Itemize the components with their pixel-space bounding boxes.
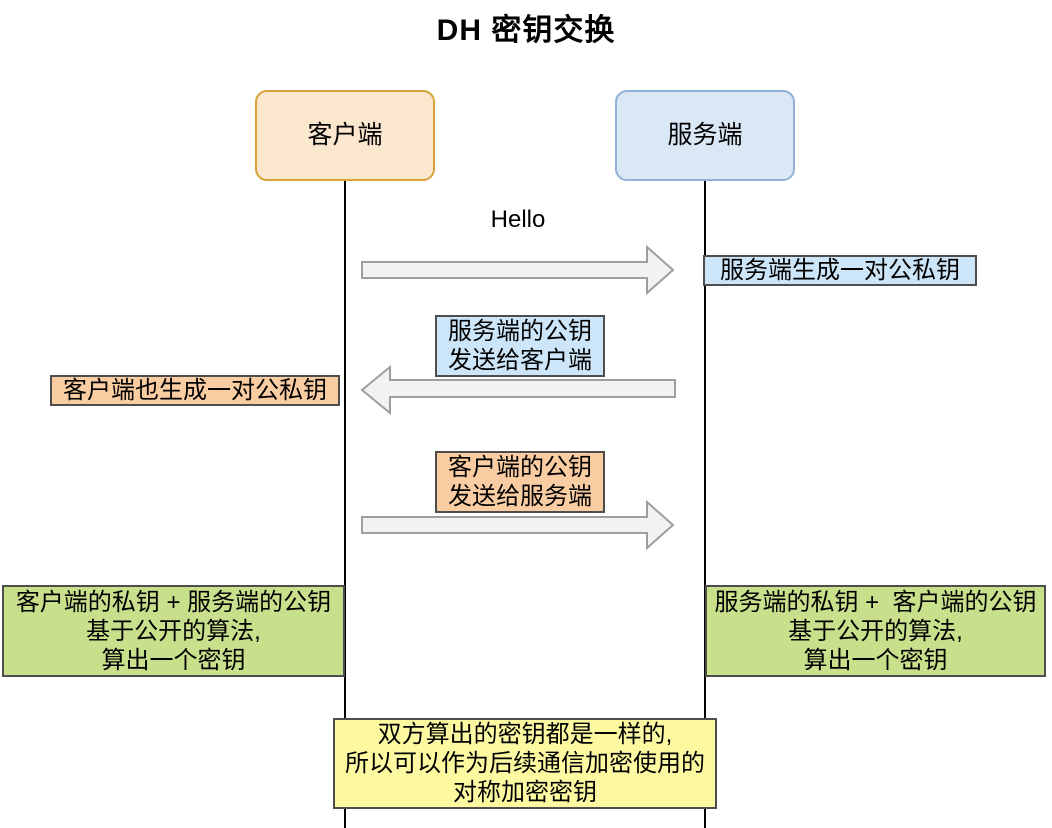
actor-server: 服务端: [615, 90, 795, 181]
message-client-pubkey-label: 客户端的公钥 发送给服务端: [435, 451, 605, 513]
arrow-client-pubkey-right-icon: [361, 499, 675, 551]
actor-client-label: 客户端: [307, 121, 383, 149]
arrow-server-pubkey-left-icon: [360, 364, 676, 416]
actor-server-label: 服务端: [667, 121, 743, 149]
actor-client: 客户端: [255, 90, 435, 181]
message-hello-label: Hello: [490, 206, 546, 233]
note-shared-key-conclusion: 双方算出的密钥都是一样的, 所以可以作为后续通信加密使用的 对称加密密钥: [333, 718, 717, 809]
diagram-title: DH 密钥交换: [436, 14, 616, 47]
note-server-derive-key: 服务端的私钥 + 客户端的公钥 基于公开的算法, 算出一个密钥: [705, 585, 1046, 677]
note-client-keygen: 客户端也生成一对公私钥: [50, 375, 340, 406]
message-server-pubkey-label: 服务端的公钥 发送给客户端: [435, 315, 605, 377]
arrow-hello-right-icon: [361, 244, 675, 296]
note-server-keygen: 服务端生成一对公私钥: [703, 255, 977, 286]
note-client-derive-key: 客户端的私钥 + 服务端的公钥 基于公开的算法, 算出一个密钥: [2, 585, 345, 677]
